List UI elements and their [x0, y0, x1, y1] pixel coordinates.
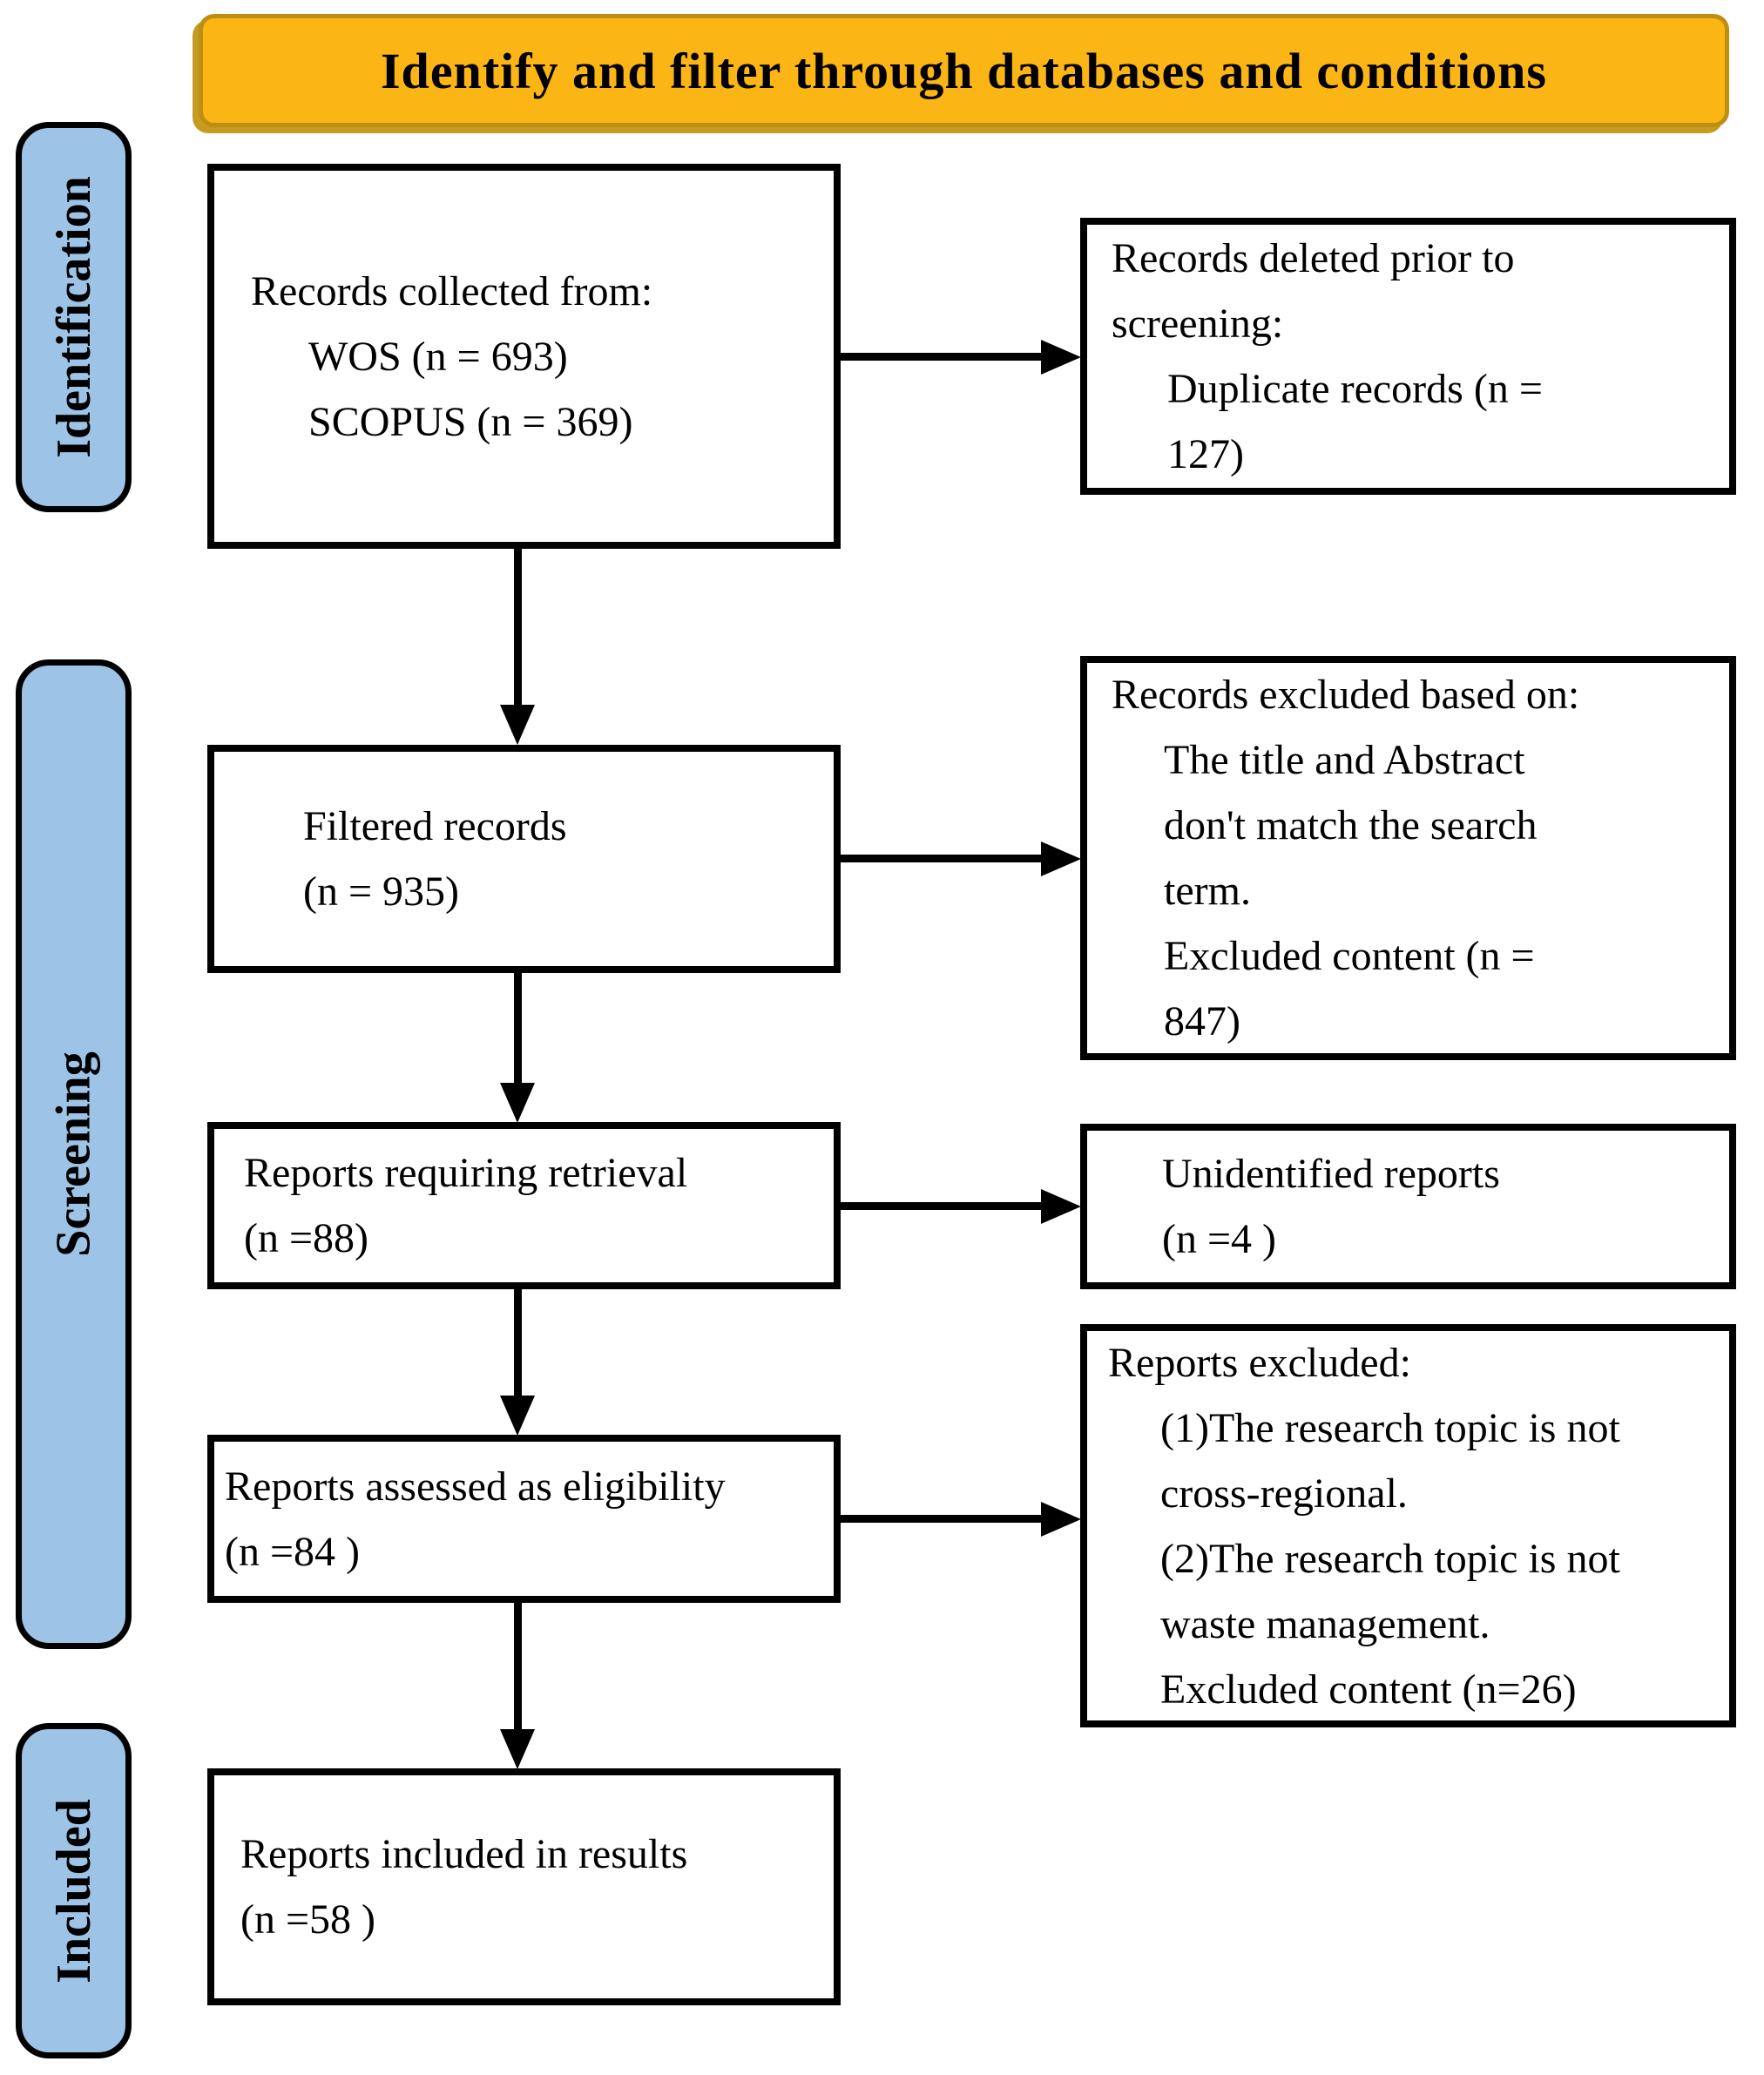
text-line: (n =58 )	[240, 1896, 376, 1943]
flow-box-reports-excluded: Reports excluded: (1)The research topic …	[1080, 1324, 1736, 1727]
text-line: 127)	[1167, 431, 1244, 477]
flow-box-records-deleted: Records deleted prior to screening: Dupl…	[1080, 218, 1736, 495]
text-line: (n =88)	[244, 1215, 369, 1261]
stage-label-identification: Identification	[16, 122, 132, 512]
text-line: Unidentified reports	[1162, 1151, 1500, 1197]
text-line: screening:	[1112, 301, 1284, 347]
text-line: Reports included in results	[240, 1831, 688, 1877]
text-line: (n = 935)	[303, 869, 460, 915]
text-line: term.	[1164, 868, 1251, 914]
flow-box-reports-included-results: Reports included in results (n =58 )	[207, 1768, 841, 2005]
flow-box-reports-assessed-eligibility: Reports assessed as eligibility (n =84 )	[207, 1435, 841, 1603]
text-line: Reports excluded:	[1108, 1339, 1411, 1386]
text-line: Excluded content (n =	[1164, 933, 1535, 979]
title-banner: Identify and filter through databases an…	[199, 14, 1729, 127]
text-line: Reports assessed as eligibility	[225, 1463, 726, 1510]
flow-box-unidentified-reports: Unidentified reports (n =4 )	[1080, 1124, 1736, 1289]
text-line: (2)The research topic is not	[1160, 1535, 1620, 1582]
text-line: (n =4 )	[1162, 1216, 1277, 1262]
text-line: 847)	[1164, 998, 1240, 1044]
stage-label-included: Included	[16, 1723, 132, 2058]
stage-label-screening: Screening	[16, 659, 132, 1649]
text-line: (n =84 )	[225, 1528, 361, 1575]
stage-label-screening-text: Screening	[46, 1051, 101, 1257]
text-line: SCOPUS (n = 369)	[308, 398, 633, 445]
flow-box-records-collected: Records collected from: WOS (n = 693) SC…	[207, 164, 841, 549]
text-line: Records deleted prior to	[1112, 235, 1515, 281]
stage-label-included-text: Included	[46, 1798, 101, 1984]
flow-box-reports-requiring-retrieval: Reports requiring retrieval (n =88)	[207, 1122, 841, 1289]
text-line: Records excluded based on:	[1112, 672, 1580, 718]
flow-box-records-excluded: Records excluded based on: The title and…	[1080, 656, 1736, 1060]
flow-box-filtered-records: Filtered records (n = 935)	[207, 745, 841, 973]
text-line: The title and Abstract	[1164, 737, 1525, 783]
text-line: Duplicate records (n =	[1167, 366, 1543, 412]
text-line: (1)The research topic is not	[1160, 1404, 1620, 1451]
text-line: don't match the search	[1164, 802, 1538, 848]
text-line: Records collected from:	[251, 267, 653, 314]
text-line: Reports requiring retrieval	[244, 1150, 688, 1196]
text-line: waste management.	[1160, 1600, 1490, 1647]
text-line: cross-regional.	[1160, 1470, 1408, 1517]
text-line: Filtered records	[303, 803, 567, 849]
text-line: WOS (n = 693)	[308, 333, 568, 380]
stage-label-identification-text: Identification	[46, 176, 101, 458]
text-line: Excluded content (n=26)	[1160, 1666, 1577, 1713]
